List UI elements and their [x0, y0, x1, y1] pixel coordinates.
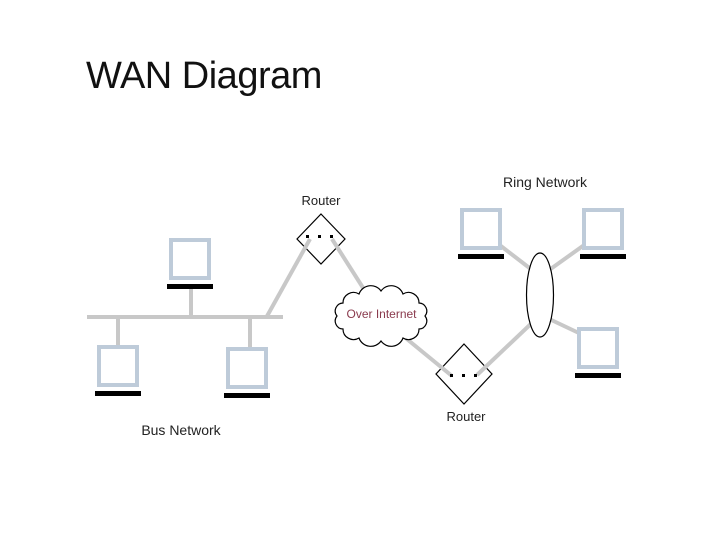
- monitor-icon: [97, 345, 139, 387]
- bus-network-label: Bus Network: [141, 422, 221, 438]
- keyboard-icon: [580, 254, 626, 259]
- router-bottom-dots: [450, 374, 477, 377]
- ring-network-label: Ring Network: [502, 174, 588, 190]
- cloud-label: Over Internet: [346, 307, 417, 321]
- router-dot: [318, 235, 321, 238]
- keyboard-icon: [167, 284, 213, 289]
- router-top-icon: [296, 213, 346, 265]
- bus-to-router-connector: [264, 238, 312, 319]
- bus-computer-left-icon: [95, 345, 141, 396]
- ring-computer-topleft-icon: [458, 208, 504, 259]
- keyboard-icon: [224, 393, 270, 398]
- router-dot: [330, 235, 333, 238]
- ring-icon: [525, 252, 555, 338]
- pc-topright-to-ring-connector: [543, 241, 589, 275]
- monitor-icon: [577, 327, 619, 369]
- router-top-label: Router: [301, 193, 341, 208]
- router-dot: [450, 374, 453, 377]
- router-bottom-label: Router: [446, 409, 486, 424]
- monitor-icon: [169, 238, 211, 280]
- keyboard-icon: [575, 373, 621, 378]
- page-title: WAN Diagram: [86, 55, 322, 97]
- router-to-ring-connector: [475, 318, 537, 377]
- bus-computer-right-icon: [224, 347, 270, 398]
- monitor-icon: [226, 347, 268, 389]
- ring-computer-bottomright-icon: [575, 327, 621, 378]
- monitor-icon: [582, 208, 624, 250]
- bus-computer-top-icon: [167, 238, 213, 289]
- router-dot: [462, 374, 465, 377]
- keyboard-icon: [95, 391, 141, 396]
- keyboard-icon: [458, 254, 504, 259]
- router-dot: [474, 374, 477, 377]
- cloud-icon: [334, 285, 428, 347]
- ring-computer-topright-icon: [580, 208, 626, 259]
- router-dot: [306, 235, 309, 238]
- router-top-dots: [306, 235, 333, 238]
- monitor-icon: [460, 208, 502, 250]
